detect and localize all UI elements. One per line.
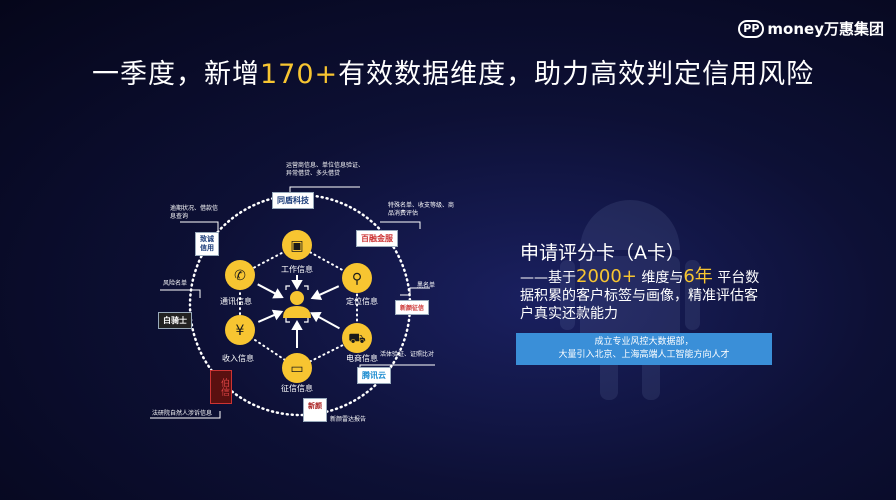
info-banner: 成立专业风控大数据部， 大量引入北京、上海高端人工智能方向人才 — [516, 333, 772, 365]
phone-icon — [225, 260, 255, 290]
partner-note-bairong: 特殊名单、收支等级、商品消费评估 — [388, 202, 455, 217]
briefcase-icon-glyph: ▣ — [290, 238, 303, 254]
card-title: 申请评分卡（A卡） — [520, 242, 685, 264]
partner-tongdun: 同盾科技 — [272, 192, 314, 209]
partner-tencent-cloud: 腾讯云 — [357, 367, 391, 384]
partner-note-xinyan: 新颜雷达报告 — [330, 416, 367, 423]
node-label-income: 收入信息 — [222, 354, 254, 363]
node-label-communication: 通讯信息 — [220, 297, 252, 306]
card-description: ——基于2000+ 维度与6年 平台数据积累的客户标签与画像，精准评估客户真实还… — [520, 266, 760, 323]
banner-line-1: 成立专业风控大数据部， — [594, 337, 694, 347]
partner-note-tencent-cloud: 活体验证、证照比对 — [380, 351, 435, 358]
briefcase-icon — [282, 230, 312, 260]
partner-note-baiqishi: 风险名单 — [163, 280, 188, 287]
yen-icon — [225, 315, 255, 345]
node-label-credit: 征信信息 — [281, 384, 313, 393]
partner-boxin: 伯信 — [210, 370, 232, 404]
arrowhead — [310, 312, 322, 323]
partner-bairong: 百融金服 — [356, 230, 398, 247]
node-label-ecommerce: 电商信息 — [346, 354, 378, 363]
phone-icon-glyph: ✆ — [234, 268, 246, 284]
partner-note-tongdun: 运营商信息、单位信息验证、异常借贷、多头借贷 — [286, 162, 365, 177]
partner-note-boxin: 法研院自然人涉诉信息 — [152, 410, 213, 417]
partner-xinyan-credit: 新颜征信 — [395, 300, 430, 315]
page-title: 一季度，新增170+有效数据维度，助力高效判定信用风险 — [92, 59, 815, 90]
cart-icon — [342, 323, 372, 353]
arrowhead — [271, 309, 284, 321]
arrowhead — [291, 319, 303, 330]
node-label-work: 工作信息 — [281, 265, 313, 274]
banner-line-2: 大量引入北京、上海高端人工智能方向人才 — [558, 350, 730, 360]
partner-baiqishi: 白骑士 — [158, 312, 192, 329]
yen-icon-glyph: ¥ — [236, 323, 245, 339]
callout-lines — [150, 186, 435, 419]
partner-zhicheng: 致诚信用 — [195, 232, 219, 256]
partner-note-zhicheng: 逾期状况、借款信息查询 — [170, 205, 219, 220]
location-pin-icon-glyph: ⚲ — [352, 271, 362, 287]
credit-card-icon-glyph: ▭ — [290, 361, 303, 377]
user-icon — [283, 291, 311, 318]
location-pin-icon — [342, 263, 372, 293]
credit-card-icon — [282, 353, 312, 383]
partner-note-xinyan-credit: 黑名单 — [417, 282, 436, 289]
arrowhead — [272, 288, 284, 299]
partner-xinyan: 新颜 — [303, 398, 327, 422]
cart-icon-glyph: ⛟ — [348, 331, 366, 347]
arrowhead — [310, 289, 323, 300]
arrowhead — [291, 280, 303, 291]
node-label-location: 定位信息 — [346, 297, 378, 306]
